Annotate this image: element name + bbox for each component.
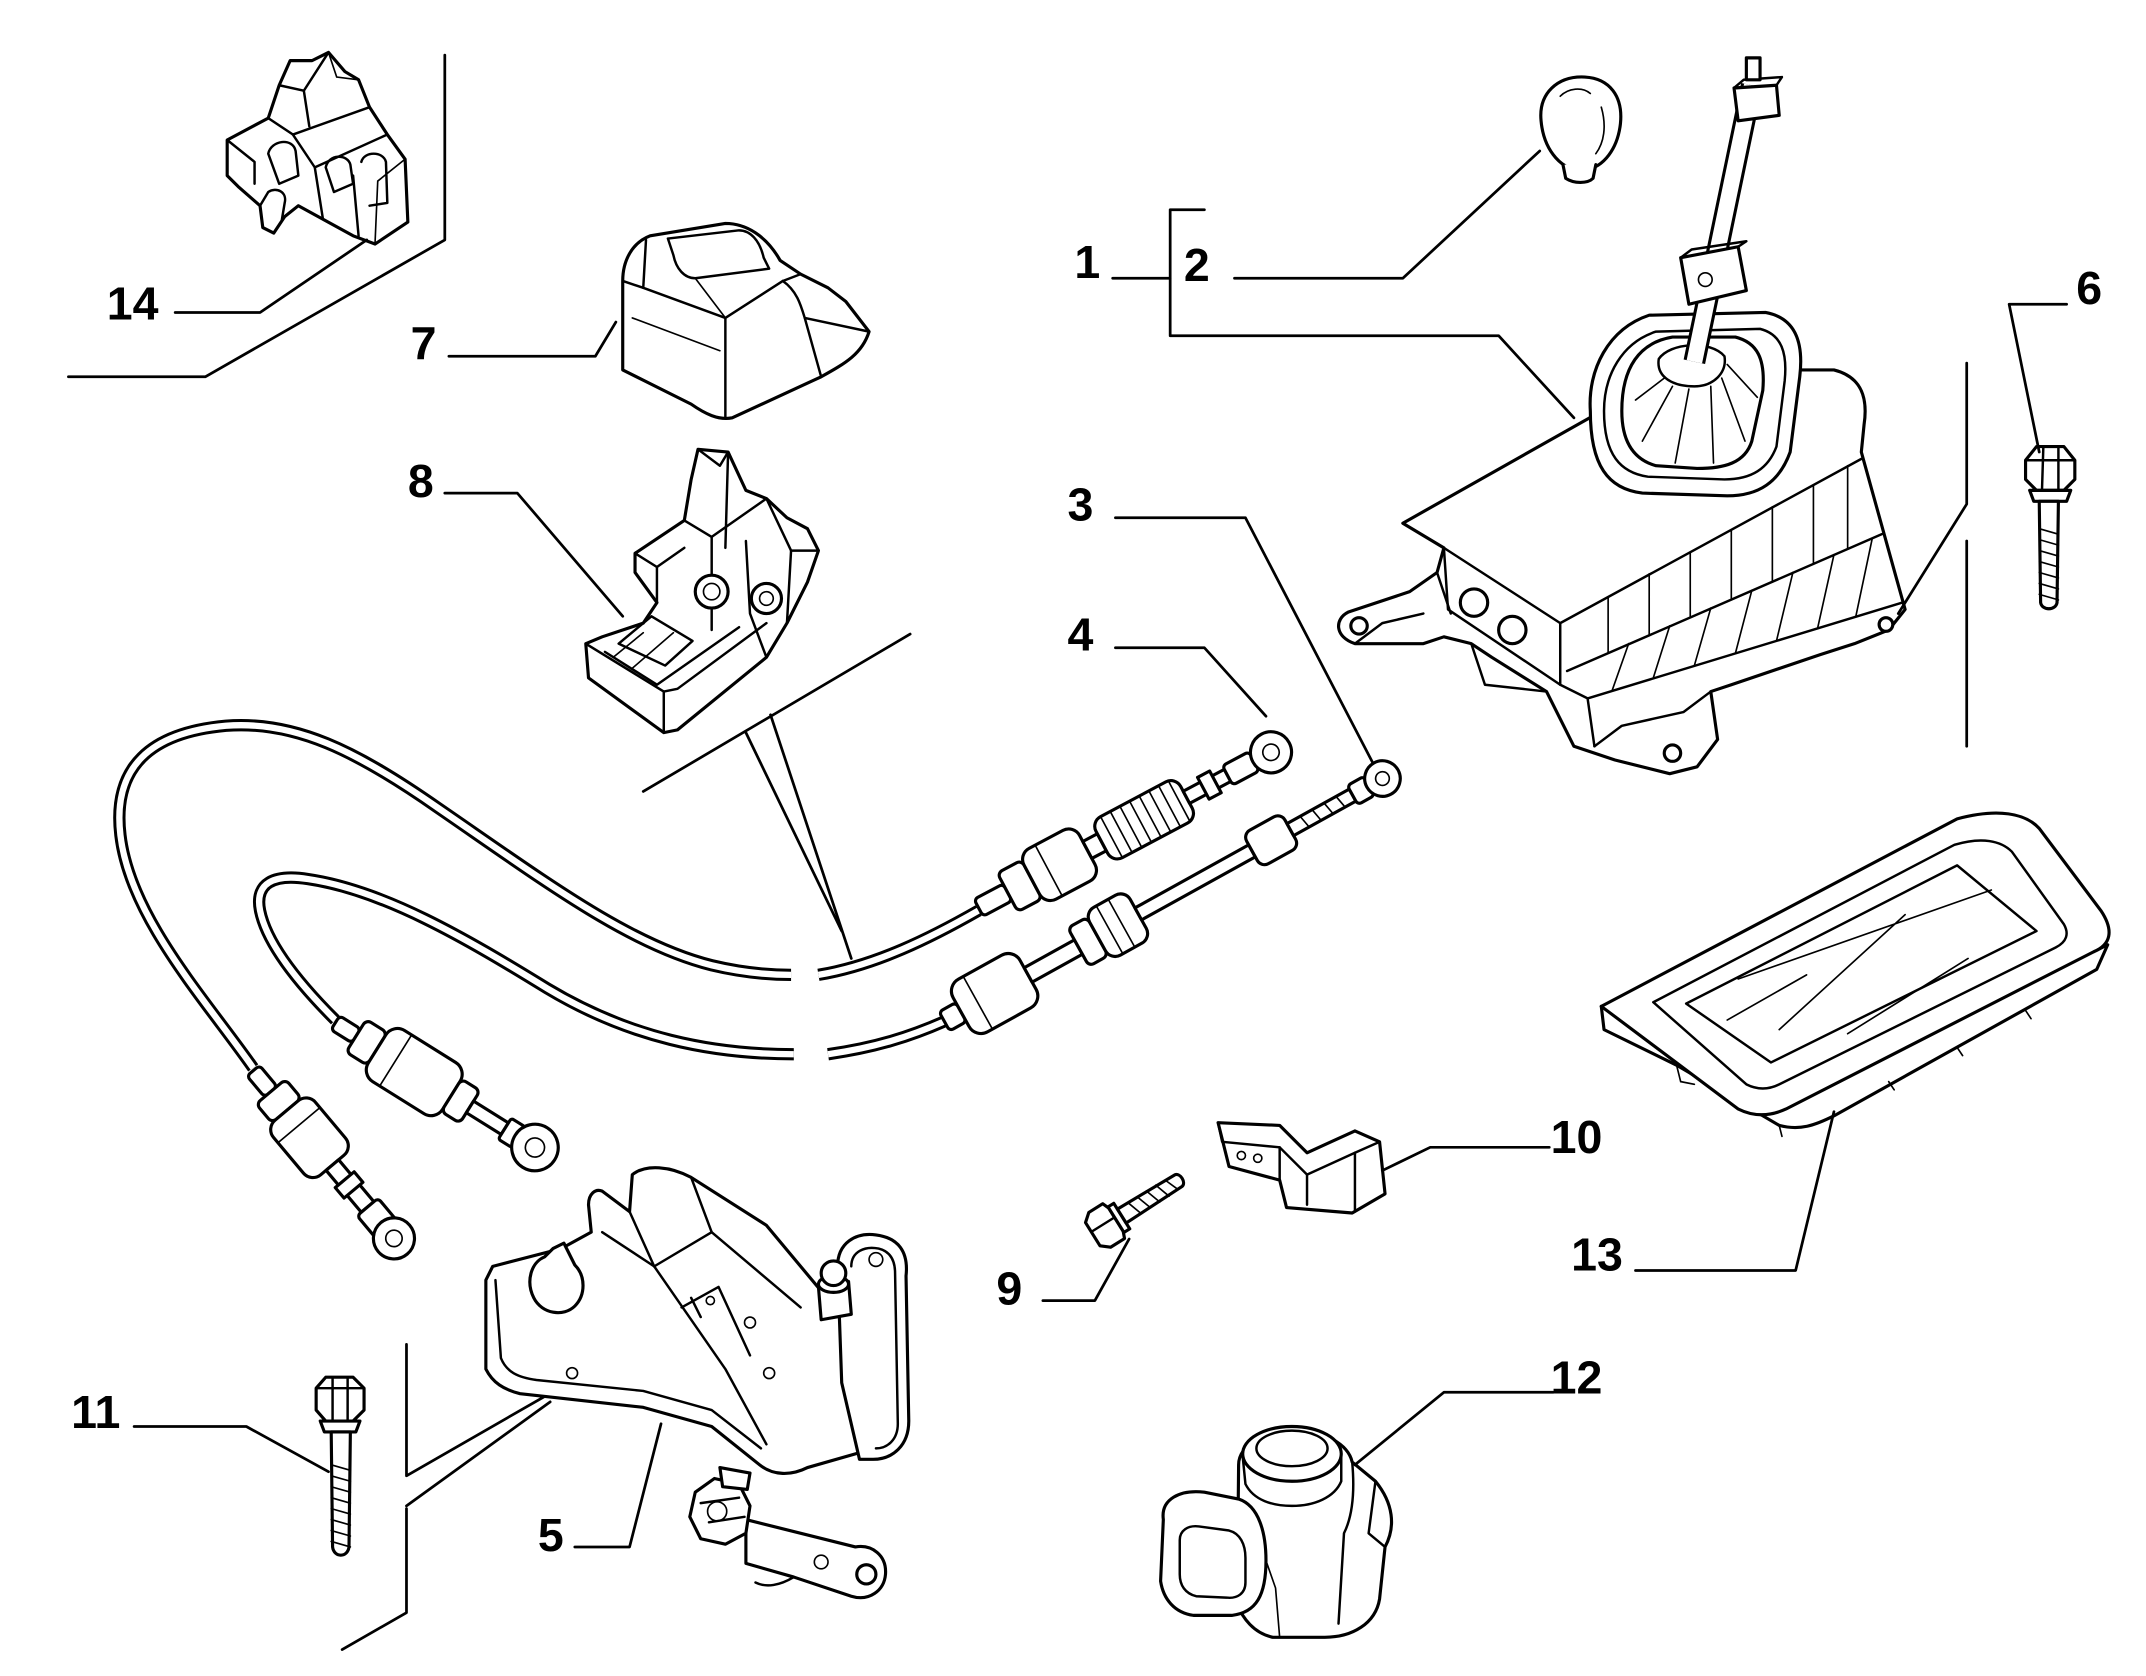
part-12-bushing xyxy=(1159,1424,1393,1639)
callout-4: 4 xyxy=(1068,608,1094,660)
callout-8: 8 xyxy=(408,455,434,507)
part-4-cable xyxy=(113,719,1294,1261)
leader-12 xyxy=(1353,1390,1555,1467)
callout-2: 2 xyxy=(1184,239,1210,291)
leader-9 xyxy=(1041,1237,1131,1302)
separator-cables-b xyxy=(744,731,844,933)
part-13-tray xyxy=(1599,811,2111,1138)
separator-cables-c xyxy=(769,713,853,960)
callout-14: 14 xyxy=(107,277,159,329)
cable-3-left-end-fitting xyxy=(330,1015,560,1173)
part-3-cable xyxy=(252,759,1402,1173)
leader-lines xyxy=(67,53,2068,1651)
leader-3 xyxy=(1114,516,1375,765)
callout-9: 9 xyxy=(996,1263,1022,1315)
leader-4 xyxy=(1114,646,1268,718)
leader-5 xyxy=(573,1422,663,1549)
part-9-screw xyxy=(1083,1172,1186,1249)
callout-7: 7 xyxy=(411,317,437,369)
callout-11: 11 xyxy=(71,1386,120,1438)
separator-5-b xyxy=(340,1507,408,1651)
cable-4-right-end-fitting xyxy=(973,730,1294,917)
callout-6: 6 xyxy=(2076,262,2102,314)
callout-3: 3 xyxy=(1068,478,1094,530)
leader-14 xyxy=(173,238,369,314)
part-6-bolt xyxy=(2023,445,2077,611)
separator-6-a xyxy=(1896,361,1969,615)
leader-6 xyxy=(2007,302,2068,454)
part-1-gearshift-assembly xyxy=(1337,56,1907,776)
part-14-clip xyxy=(225,50,410,246)
cable-3-right-end-fitting xyxy=(938,759,1402,1036)
callout-10: 10 xyxy=(1551,1111,1603,1163)
part-5-selector-bracket xyxy=(484,1166,911,1600)
part-11-bolt xyxy=(314,1375,366,1557)
separator-5-a xyxy=(405,1343,547,1478)
part-10-bracket xyxy=(1216,1121,1387,1215)
leader-13 xyxy=(1634,1110,1836,1272)
cable-4-left-end-fitting xyxy=(247,1065,417,1261)
leader-7 xyxy=(447,320,618,358)
leader-10 xyxy=(1380,1145,1551,1172)
callout-1: 1 xyxy=(1074,236,1100,288)
callout-12: 12 xyxy=(1551,1352,1603,1404)
leader-8 xyxy=(443,491,625,618)
callout-labels: 14 7 8 1 2 6 3 4 10 13 9 12 11 5 xyxy=(71,236,2102,1561)
part-2-knob xyxy=(1539,75,1623,185)
part-8-bracket xyxy=(584,447,821,735)
separator-14 xyxy=(67,53,447,379)
bracket-1 xyxy=(1168,208,1576,420)
part-7-cover xyxy=(621,221,871,420)
callout-13: 13 xyxy=(1571,1228,1623,1280)
separator-5-c xyxy=(405,1400,552,1508)
leader-11 xyxy=(132,1425,330,1474)
leader-2 xyxy=(1233,149,1542,280)
separator-cables-a xyxy=(641,632,912,793)
callout-5: 5 xyxy=(538,1509,564,1561)
